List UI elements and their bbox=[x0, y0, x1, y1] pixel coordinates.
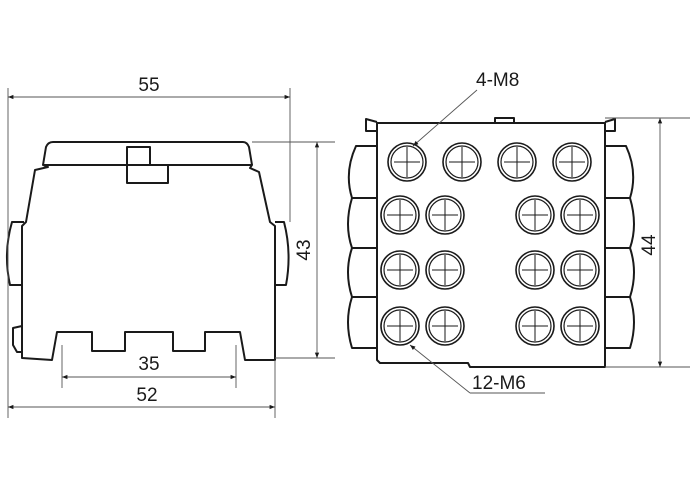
left-side-lobes bbox=[347, 145, 377, 349]
m6-callout: 12-M6 bbox=[472, 373, 526, 394]
screw-m6-icon bbox=[380, 195, 420, 235]
right-lug bbox=[275, 221, 290, 286]
m8-leader bbox=[412, 89, 478, 147]
dim-35-label: 35 bbox=[138, 354, 159, 375]
corner-tab-right bbox=[604, 118, 616, 132]
screw-m8-icon bbox=[497, 142, 537, 182]
screw-m6-icon bbox=[425, 306, 465, 346]
screw-m8-icon bbox=[442, 142, 482, 182]
screw-m6-icon bbox=[560, 250, 600, 290]
screw-m6-icon bbox=[515, 195, 555, 235]
dim-43-label: 43 bbox=[294, 239, 315, 260]
dim-44-label: 44 bbox=[639, 234, 660, 256]
screw-m6-icon bbox=[560, 195, 600, 235]
screw-m8-icon bbox=[387, 142, 427, 182]
front-view bbox=[347, 117, 635, 368]
side-view bbox=[5, 141, 290, 361]
m8-callout: 4-M8 bbox=[476, 70, 519, 91]
terminal-screws bbox=[380, 142, 600, 346]
corner-tab-left bbox=[365, 118, 378, 132]
dimensions: 55 43 35 52 44 4-M8 12-M6 bbox=[7, 70, 690, 418]
body-outline bbox=[21, 164, 276, 361]
top-view-body bbox=[376, 122, 606, 368]
top-center-tab bbox=[494, 117, 515, 123]
m6-leader bbox=[409, 344, 471, 394]
top-cap bbox=[42, 141, 253, 166]
clip bbox=[12, 325, 23, 353]
screw-m6-icon bbox=[425, 250, 465, 290]
screw-m6-icon bbox=[380, 306, 420, 346]
screw-m6-icon bbox=[425, 195, 465, 235]
screw-m6-icon bbox=[380, 250, 420, 290]
right-side-lobes bbox=[605, 145, 635, 349]
dim-52-label: 52 bbox=[136, 385, 157, 406]
screw-m6-icon bbox=[515, 250, 555, 290]
dim-55-label: 55 bbox=[138, 75, 159, 96]
screw-m8-icon bbox=[552, 142, 592, 182]
left-lug bbox=[5, 221, 24, 286]
screw-m6-icon bbox=[515, 306, 555, 346]
screw-m6-icon bbox=[560, 306, 600, 346]
